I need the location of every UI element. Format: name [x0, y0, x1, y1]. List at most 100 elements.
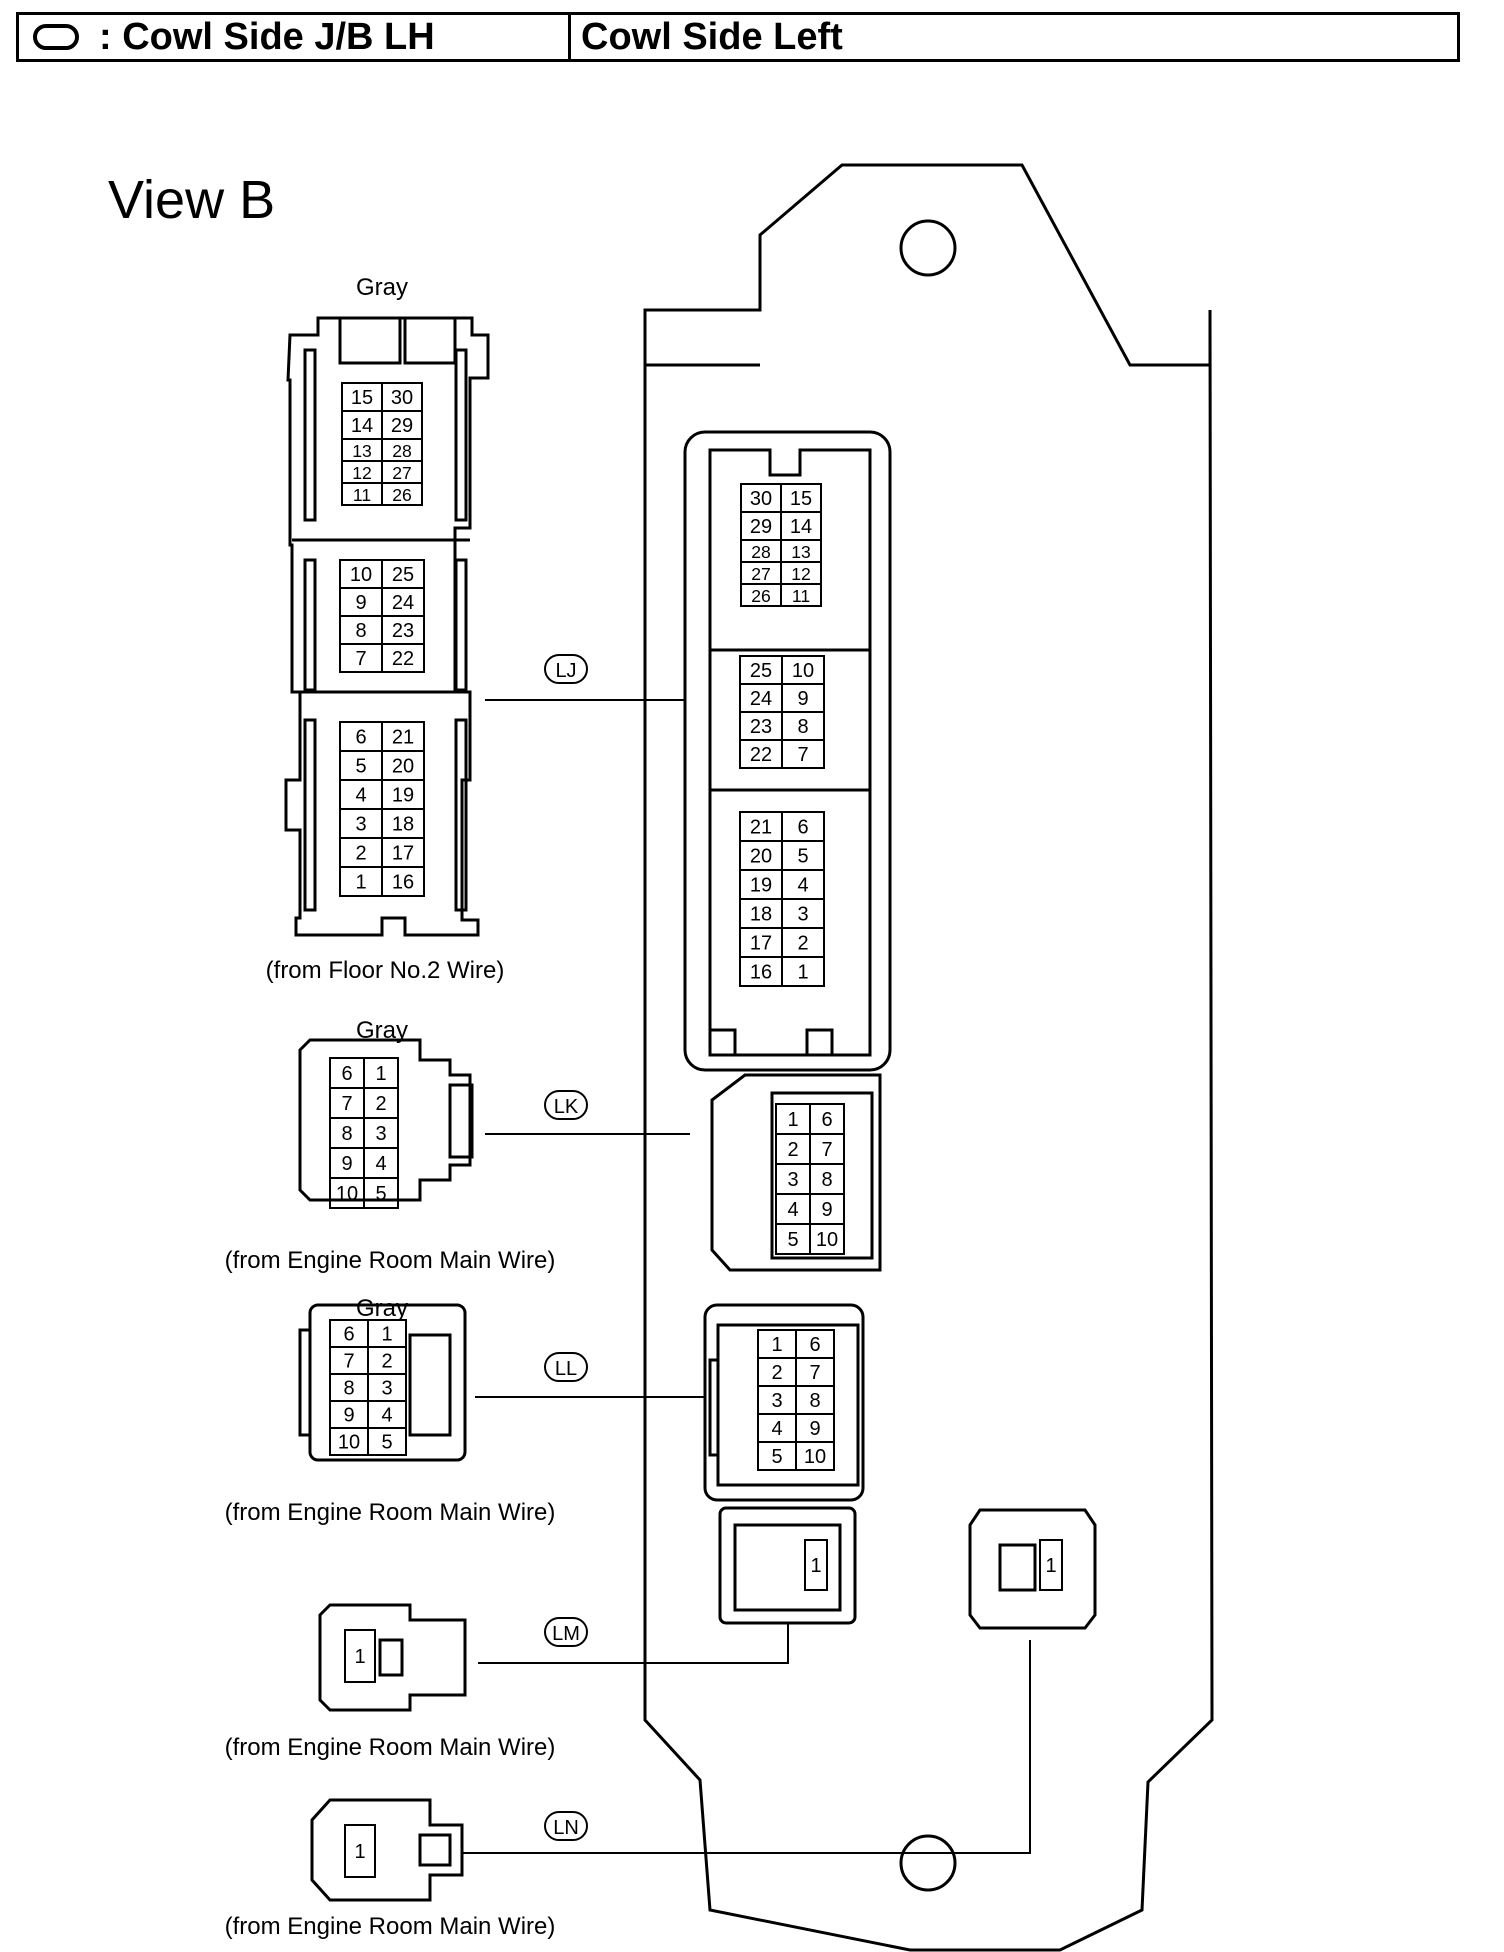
pin-number: 10 — [350, 564, 372, 586]
pin-number: 8 — [343, 1378, 354, 1400]
ll-color-label: Gray — [356, 1295, 408, 1322]
pin-number: 19 — [392, 785, 414, 807]
pin-number: 2 — [355, 843, 366, 865]
lm-plug-connector — [318, 1603, 467, 1712]
pin-number: 3 — [375, 1123, 386, 1145]
pin-number: 2 — [771, 1362, 782, 1384]
pin-number: 6 — [809, 1334, 820, 1356]
jb-name-cell: : Cowl Side J/B LH — [19, 15, 571, 59]
pin-number: 23 — [392, 620, 414, 642]
lj-color-label: Gray — [356, 274, 408, 301]
pin-number: 7 — [341, 1093, 352, 1115]
location-cell: Cowl Side Left — [571, 15, 1457, 59]
lj-code-badge: LJ — [555, 660, 576, 682]
lj-plug-connector — [284, 316, 490, 937]
pin-number: 23 — [750, 716, 772, 738]
pin-number: 5 — [797, 846, 808, 868]
pin-number: 3 — [787, 1169, 798, 1191]
oval-icon — [33, 24, 79, 50]
ln-code-badge: LN — [553, 1817, 579, 1839]
pin-number: 7 — [797, 744, 808, 766]
pin-number: 9 — [809, 1418, 820, 1440]
pin-number: 8 — [797, 716, 808, 738]
pin-number: 8 — [809, 1390, 820, 1412]
pin-number: 22 — [750, 744, 772, 766]
pin-number: 5 — [771, 1446, 782, 1468]
pin-number: 27 — [392, 463, 412, 483]
ll-plug-connector — [298, 1303, 467, 1462]
pin-number: 1 — [355, 872, 366, 894]
pin-number: 28 — [392, 441, 412, 461]
pin-number: 13 — [791, 542, 811, 562]
pin-number: 7 — [343, 1351, 354, 1373]
pin-number: 4 — [381, 1405, 392, 1427]
pin-number: 3 — [381, 1378, 392, 1400]
pin-number: 24 — [392, 592, 414, 614]
pin-number: 16 — [750, 962, 772, 984]
pin-number: 25 — [392, 564, 414, 586]
lk-jb-socket — [710, 1073, 882, 1272]
ln-source-label: (from Engine Room Main Wire) — [225, 1913, 556, 1940]
pin-number: 15 — [351, 387, 373, 409]
pin-number: 8 — [821, 1169, 832, 1191]
pin-number: 1 — [375, 1063, 386, 1085]
pin-number: 15 — [790, 488, 812, 510]
pin-number: 29 — [391, 415, 413, 437]
ll-code-badge: LL — [555, 1358, 577, 1380]
pin-number: 6 — [341, 1063, 352, 1085]
lk-source-label: (from Engine Room Main Wire) — [225, 1247, 556, 1274]
pin-number: 4 — [375, 1153, 386, 1175]
pin-number: 5 — [381, 1432, 392, 1454]
pin-number: 11 — [792, 586, 810, 606]
pin-number: 1 — [381, 1324, 392, 1346]
pin-number: 1 — [797, 962, 808, 984]
pin-number: 20 — [392, 756, 414, 778]
pin-number: 21 — [750, 817, 772, 839]
mounting-hole-bottom — [899, 1834, 957, 1892]
ll-jb-socket — [703, 1303, 865, 1502]
pin-number: 4 — [797, 875, 808, 897]
jb-label: : Cowl Side J/B LH — [99, 15, 435, 58]
ln-jb-pin: 1 — [1045, 1555, 1056, 1577]
pin-number: 17 — [392, 843, 414, 865]
pin-number: 6 — [821, 1109, 832, 1131]
pin-number: 1 — [787, 1109, 798, 1131]
pin-number: 9 — [797, 688, 808, 710]
pin-number: 10 — [792, 660, 814, 682]
pin-number: 14 — [351, 415, 373, 437]
lj-jb-socket — [683, 430, 892, 1072]
pin-number: 2 — [381, 1351, 392, 1373]
pin-number: 2 — [375, 1093, 386, 1115]
pin-number: 26 — [392, 485, 412, 505]
ln-plug-pin: 1 — [354, 1841, 365, 1863]
pin-number: 9 — [341, 1153, 352, 1175]
lk-plug-connector — [298, 1038, 474, 1202]
pin-number: 9 — [821, 1199, 832, 1221]
pin-number: 7 — [809, 1362, 820, 1384]
code-badges — [544, 654, 588, 1841]
lk-color-label: Gray — [356, 1017, 408, 1044]
pin-number: 8 — [341, 1123, 352, 1145]
location-label: Cowl Side Left — [581, 15, 843, 58]
pin-number: 8 — [355, 620, 366, 642]
pin-number: 9 — [355, 592, 366, 614]
lj-source-label: (from Floor No.2 Wire) — [266, 957, 505, 984]
pin-number: 9 — [343, 1405, 354, 1427]
pin-number: 10 — [336, 1183, 358, 1205]
ll-source-label: (from Engine Room Main Wire) — [225, 1499, 556, 1526]
lm-plug-pin: 1 — [354, 1646, 365, 1668]
leader-lines — [462, 699, 1031, 1854]
ln-jb-socket — [968, 1508, 1097, 1630]
pin-number: 2 — [787, 1139, 798, 1161]
pin-number: 27 — [751, 564, 771, 584]
pin-number: 4 — [787, 1199, 798, 1221]
